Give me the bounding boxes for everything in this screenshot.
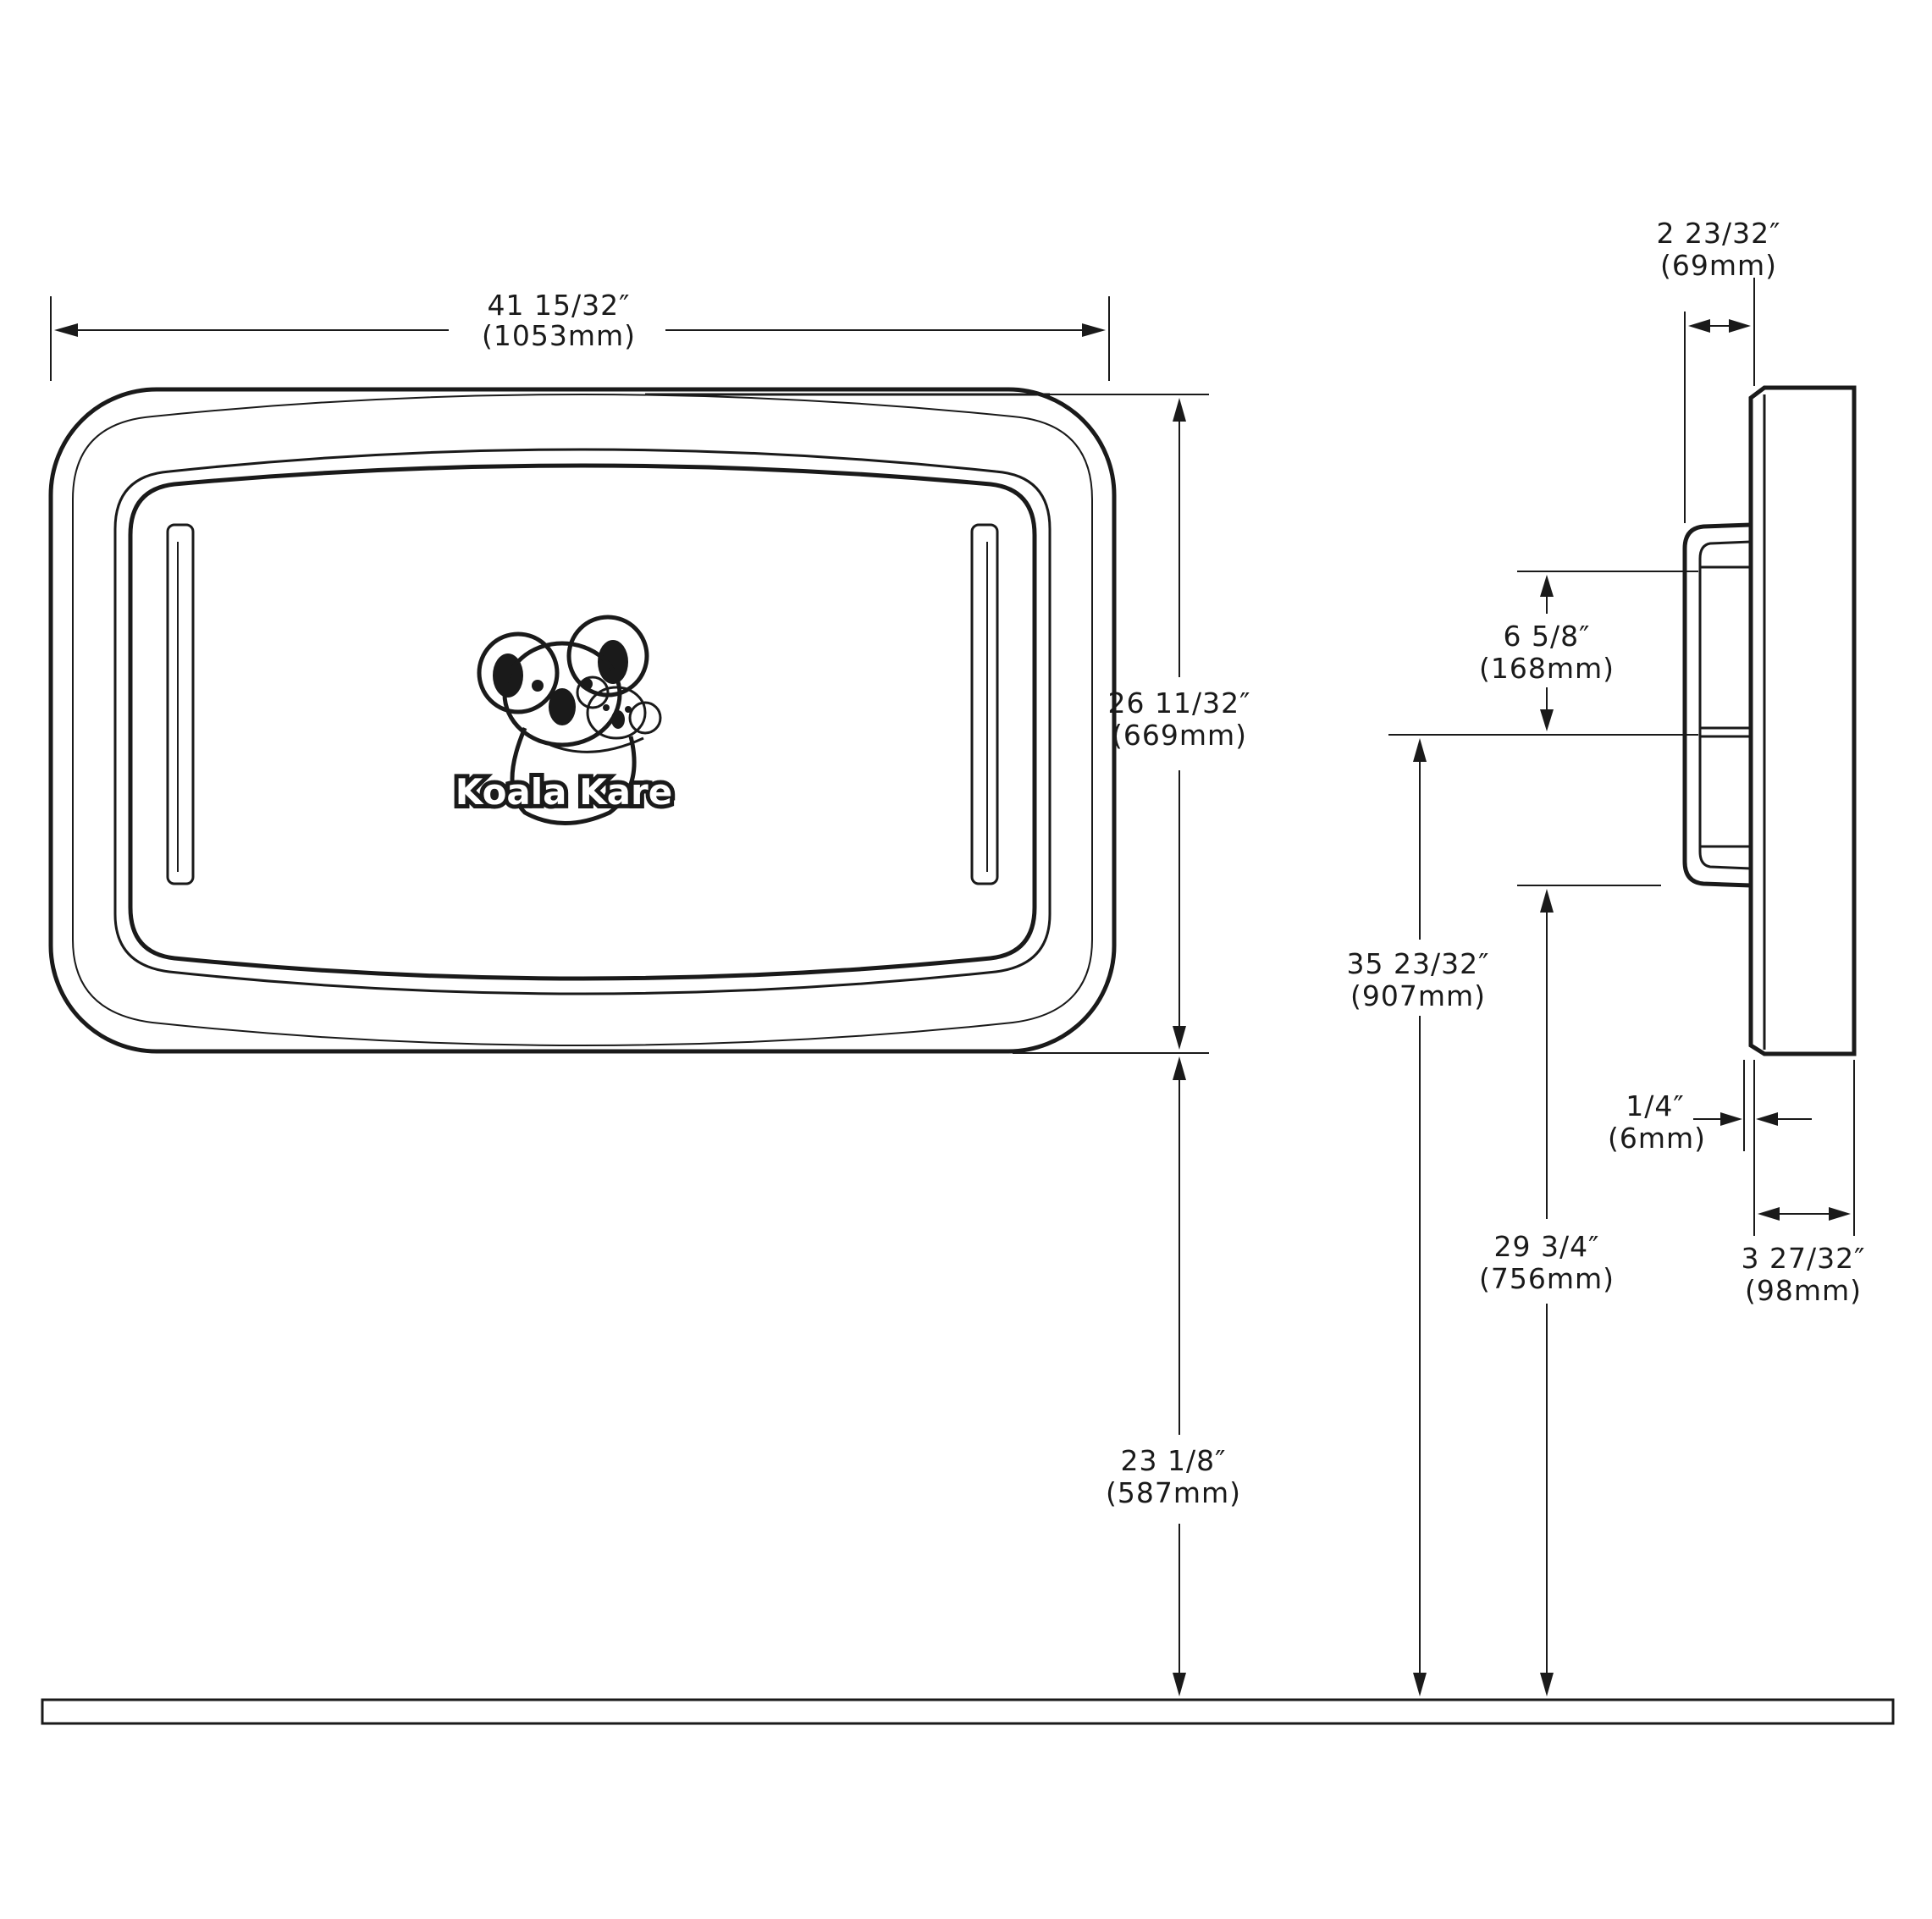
front-width-dimension: 41 15/32″ (1053mm): [50, 289, 1110, 381]
side-handle-center-to-floor-dimension: 35 23/32″ (907mm): [1347, 738, 1490, 1696]
front-bottom-to-floor-dimension: 23 1/8″ (587mm): [1106, 1056, 1241, 1696]
floor: [41, 1698, 1895, 1725]
side-body-depth-inches: 3 27/32″: [1742, 1242, 1866, 1275]
front-floor-mm: (587mm): [1106, 1476, 1241, 1509]
side-center-floor-inches: 35 23/32″: [1347, 947, 1490, 980]
side-gap-inches: 1/4″: [1626, 1089, 1684, 1122]
front-height-inches: 26 11/32″: [1108, 687, 1251, 720]
side-body: [1748, 385, 1857, 1056]
left-strap-slot: [166, 523, 195, 885]
side-center-floor-mm: (907mm): [1350, 979, 1486, 1012]
side-bottom-floor-inches: 29 3/4″: [1494, 1230, 1600, 1263]
side-handle-height-mm: (168mm): [1479, 652, 1615, 685]
side-body-depth-dimension: 3 27/32″ (98mm): [1742, 1060, 1866, 1307]
side-gap-mm: (6mm): [1608, 1122, 1706, 1155]
front-shell-ridge: [72, 394, 1093, 1046]
front-outer-shell: [48, 387, 1117, 1054]
front-height-mm: (669mm): [1112, 719, 1247, 752]
front-view: Koala Kare 41 15/32″ (1053mm) 26 11/32″ …: [48, 289, 1251, 1696]
side-body-depth-mm: (98mm): [1745, 1274, 1862, 1307]
side-handle-height-inches: 6 5/8″: [1504, 620, 1591, 653]
koala-kare-logo-text: Koala Kare: [455, 771, 672, 813]
side-view: 2 23/32″ (69mm) 6 5/8″ (168mm) 35 23/32″…: [1347, 217, 1866, 1696]
side-gap-dimension: 1/4″ (6mm): [1608, 1060, 1812, 1206]
side-handle-bottom-to-floor-dimension: 29 3/4″ (756mm): [1479, 889, 1615, 1696]
side-handle-depth-dimension: 2 23/32″ (69mm): [1657, 217, 1781, 523]
front-bed-outer: [113, 448, 1052, 995]
right-strap-slot: [970, 523, 999, 885]
side-handle: [1682, 522, 1752, 888]
front-height-dimension: 26 11/32″ (669mm): [1013, 394, 1251, 1054]
front-floor-inches: 23 1/8″: [1121, 1444, 1227, 1477]
side-handle-height-dimension: 6 5/8″ (168mm): [1388, 571, 1698, 886]
side-handle-depth-inches: 2 23/32″: [1657, 217, 1781, 250]
koala-logo-icon: Koala Kare: [451, 615, 676, 825]
front-width-mm: (1053mm): [482, 319, 636, 352]
front-width-inches: 41 15/32″: [488, 289, 631, 322]
front-bed-inner: [128, 463, 1037, 981]
side-bottom-floor-mm: (756mm): [1479, 1262, 1615, 1295]
side-handle-depth-mm: (69mm): [1660, 249, 1777, 282]
